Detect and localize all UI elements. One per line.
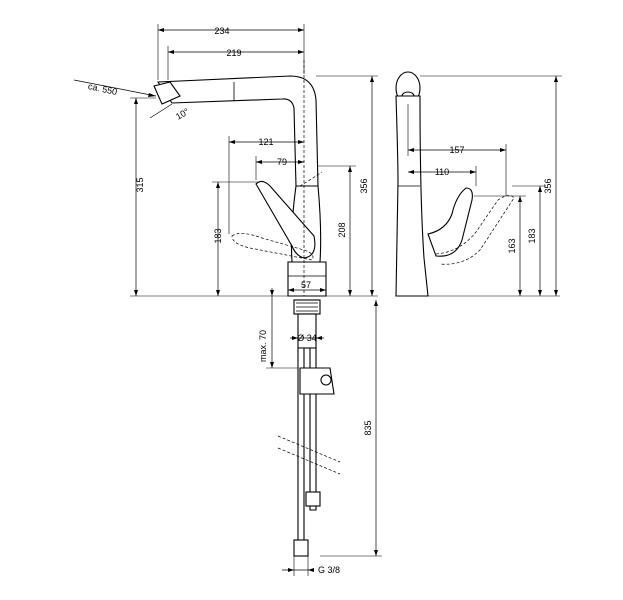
side-view-faucet bbox=[395, 71, 515, 297]
dim-183-side: 183 bbox=[527, 228, 537, 243]
supply-hoses bbox=[277, 299, 341, 557]
dim-79: 79 bbox=[277, 157, 287, 167]
dim-57: 57 bbox=[301, 280, 311, 290]
dim-219: 219 bbox=[226, 48, 241, 58]
dim-121: 121 bbox=[258, 137, 273, 147]
dim-thread: G 3/8 bbox=[318, 565, 340, 575]
dim-spout-angle: 10° bbox=[174, 106, 191, 122]
dim-234: 234 bbox=[214, 26, 229, 36]
front-view-faucet bbox=[153, 60, 327, 297]
dim-315: 315 bbox=[135, 177, 145, 192]
dim-110: 110 bbox=[435, 167, 449, 177]
dim-356-front: 356 bbox=[359, 178, 369, 193]
dim-356-side: 356 bbox=[543, 178, 553, 193]
dim-183-front: 183 bbox=[213, 228, 223, 243]
dim-hose-length: ca. 550 bbox=[87, 81, 118, 97]
dim-hole-34: Ø 34 bbox=[297, 333, 317, 343]
dim-max-70: max. 70 bbox=[258, 330, 268, 362]
dim-208: 208 bbox=[337, 222, 347, 237]
dim-157: 157 bbox=[449, 145, 464, 155]
dimension-lines bbox=[73, 24, 562, 576]
dim-835: 835 bbox=[363, 420, 373, 435]
dim-163: 163 bbox=[507, 238, 517, 253]
